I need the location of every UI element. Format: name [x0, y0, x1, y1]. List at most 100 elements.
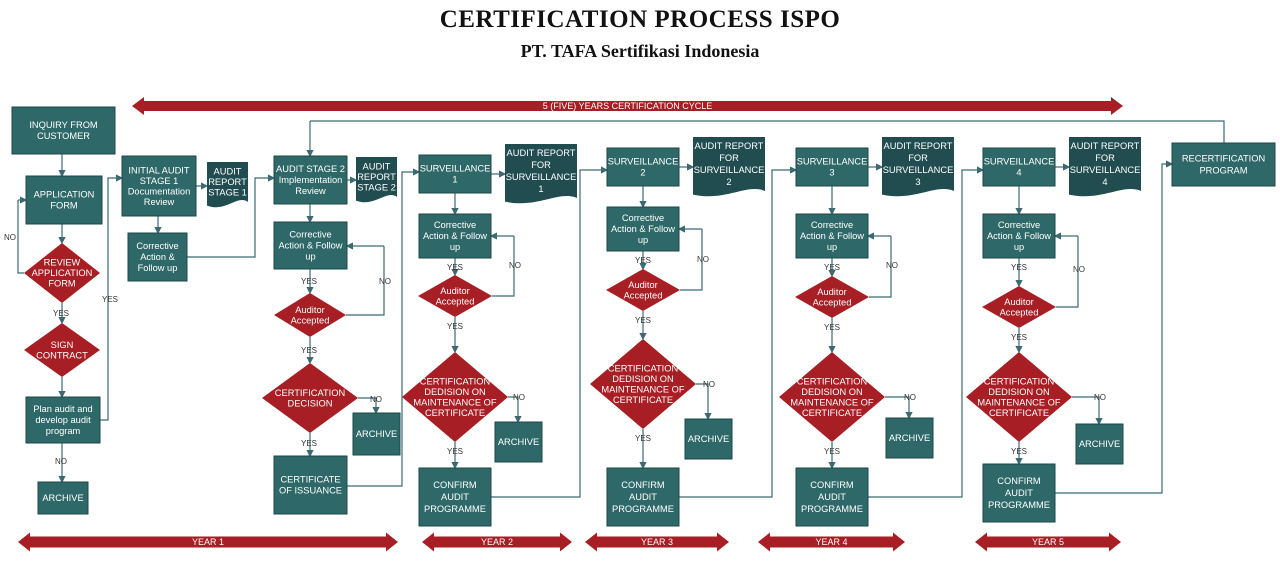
- archive-box-2: [352, 412, 401, 456]
- report-stage1-doc: [207, 162, 248, 208]
- year-1-arrow-label: YEAR 1: [192, 537, 224, 547]
- surveillance-4-box: [982, 147, 1056, 187]
- surv3-no-loop: [869, 236, 892, 298]
- surveillance-2-confirm-box: [606, 467, 680, 527]
- surv1-decision-to-archive: [508, 396, 522, 424]
- year-3-arrow-label: YEAR 3: [641, 537, 673, 547]
- surv2-no-2: NO: [703, 380, 715, 389]
- surv3-yes-1: YES: [824, 263, 840, 272]
- surv2-no-1: NO: [697, 255, 709, 264]
- confirm2-to-surv3: [679, 166, 798, 498]
- review-no-loop: [17, 200, 24, 274]
- year-2-arrow-label: YEAR 2: [481, 537, 513, 547]
- year-5-arrow-label: YEAR 5: [1032, 537, 1064, 547]
- sign-contract-diamond: [24, 323, 100, 377]
- y1-yes-1: YES: [301, 277, 317, 286]
- surv1-no-loop: [492, 236, 515, 297]
- year-2-arrow: [422, 532, 572, 552]
- surveillance-2-archive-box: [684, 418, 733, 460]
- plan-to-stage1: [100, 174, 124, 421]
- surv2-yes-1: YES: [635, 256, 651, 265]
- surveillance-3-report-doc: [882, 137, 954, 197]
- surv3-no-2: NO: [904, 393, 916, 402]
- plan-yes-label: YES: [102, 295, 118, 304]
- confirm3-to-surv4: [868, 166, 985, 498]
- surveillance-1-decision-diamond: [402, 352, 508, 442]
- plan-no-label: NO: [55, 457, 67, 466]
- accepted-diamond-y1: [274, 293, 346, 337]
- year-4-arrow: [758, 532, 905, 552]
- confirm4-to-recert: [1055, 160, 1174, 494]
- surveillance-3-accepted-diamond: [795, 276, 869, 318]
- surveillance-2-corrective-box: [606, 206, 680, 252]
- surv1-yes-1: YES: [447, 263, 463, 272]
- corrective2-box: [273, 221, 348, 270]
- surv1-yes-2: YES: [447, 322, 463, 331]
- surv4-no-loop: [1056, 236, 1079, 308]
- surv1-yes-3: YES: [447, 447, 463, 456]
- surv1-no-1: NO: [509, 261, 521, 270]
- surveillance-2-archive-box-label: ARCHIVE: [688, 434, 729, 444]
- surv4-yes-3: YES: [1011, 447, 1027, 456]
- page-subtitle: PT. TAFA Sertifikasi Indonesia: [520, 41, 760, 61]
- surveillance-1-archive-box: [494, 421, 543, 463]
- surveillance-4-corrective-box: [982, 213, 1056, 259]
- surveillance-3-archive-box-label: ARCHIVE: [889, 433, 930, 443]
- surveillance-4-archive-box: [1075, 423, 1124, 465]
- surveillance-4-accepted-diamond: [982, 286, 1056, 328]
- y1-no-2: NO: [370, 395, 382, 404]
- certificate-issuance-box: [273, 455, 348, 515]
- archive-box-2-label: ARCHIVE: [356, 429, 397, 439]
- surv3-yes-3: YES: [824, 447, 840, 456]
- decision-no-to-archive: [358, 397, 380, 415]
- surveillance-2-report-doc: [693, 137, 765, 197]
- surv2-yes-2: YES: [635, 316, 651, 325]
- surv2-no-loop: [680, 229, 703, 291]
- surv4-yes-2: YES: [1011, 333, 1027, 342]
- surveillance-2-accepted-diamond: [606, 269, 680, 311]
- surveillance-3-corrective-box: [795, 213, 869, 259]
- y1-yes-2: YES: [301, 346, 317, 355]
- surveillance-4-decision-diamond: [966, 352, 1072, 442]
- application-form-box: [25, 175, 103, 225]
- year-4-arrow-label: YEAR 4: [815, 537, 847, 547]
- certification-decision-diamond: [262, 363, 358, 433]
- surveillance-4-archive-box-label: ARCHIVE: [1079, 439, 1120, 449]
- y1-no-1: NO: [379, 277, 391, 286]
- archive-box-1: [37, 481, 89, 515]
- surveillance-1-corrective-box: [418, 213, 492, 259]
- year-3-arrow: [585, 532, 729, 552]
- year-5-arrow: [975, 532, 1121, 552]
- surv4-no-1: NO: [1073, 265, 1085, 274]
